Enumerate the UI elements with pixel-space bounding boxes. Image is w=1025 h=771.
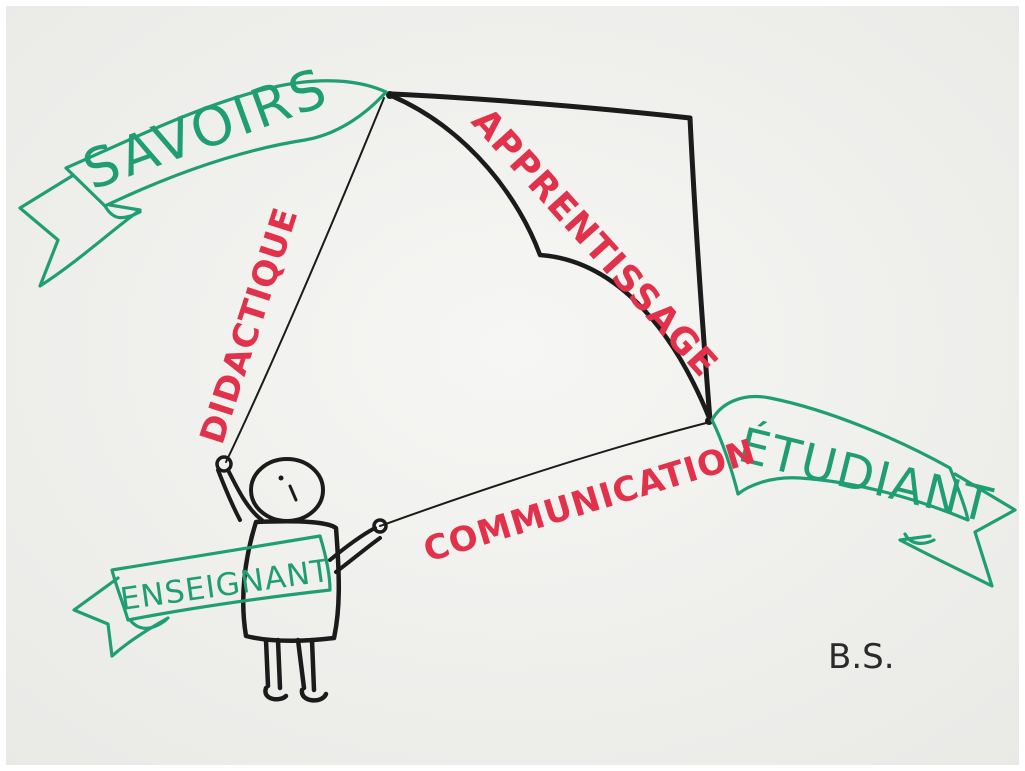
kite-right-edge xyxy=(687,115,713,423)
teacher-left-arm xyxy=(216,468,264,522)
kite-spar xyxy=(389,93,713,423)
kite-bottom-string xyxy=(379,421,711,527)
teacher-eye xyxy=(278,475,284,481)
kite-left-edge xyxy=(225,97,385,463)
teacher-left-leg xyxy=(263,637,283,691)
banner-etudiant-fold xyxy=(903,532,936,545)
kite-top-edge xyxy=(389,91,693,121)
banner-savoirs-fold xyxy=(103,204,142,220)
teacher-left-hand xyxy=(215,455,233,473)
banner-etudiant-ribbon xyxy=(710,395,970,522)
teacher-right-hand xyxy=(372,518,388,534)
teacher-left-foot xyxy=(263,685,289,702)
banner-enseignant-fold xyxy=(128,618,168,630)
banner-etudiant-tail xyxy=(898,472,1017,588)
whiteboard-surface xyxy=(6,6,1019,765)
teacher-mouth xyxy=(288,484,298,502)
teacher-body xyxy=(241,519,342,644)
teacher-figure xyxy=(215,455,388,703)
banner-savoirs-ribbon xyxy=(64,79,388,208)
teacher-right-leg xyxy=(295,637,317,693)
banner-enseignant-ribbon xyxy=(110,534,332,622)
kite-top-knot xyxy=(386,91,394,99)
kite xyxy=(225,91,713,527)
teacher-right-foot xyxy=(299,687,329,703)
signature: B.S. xyxy=(828,637,895,677)
